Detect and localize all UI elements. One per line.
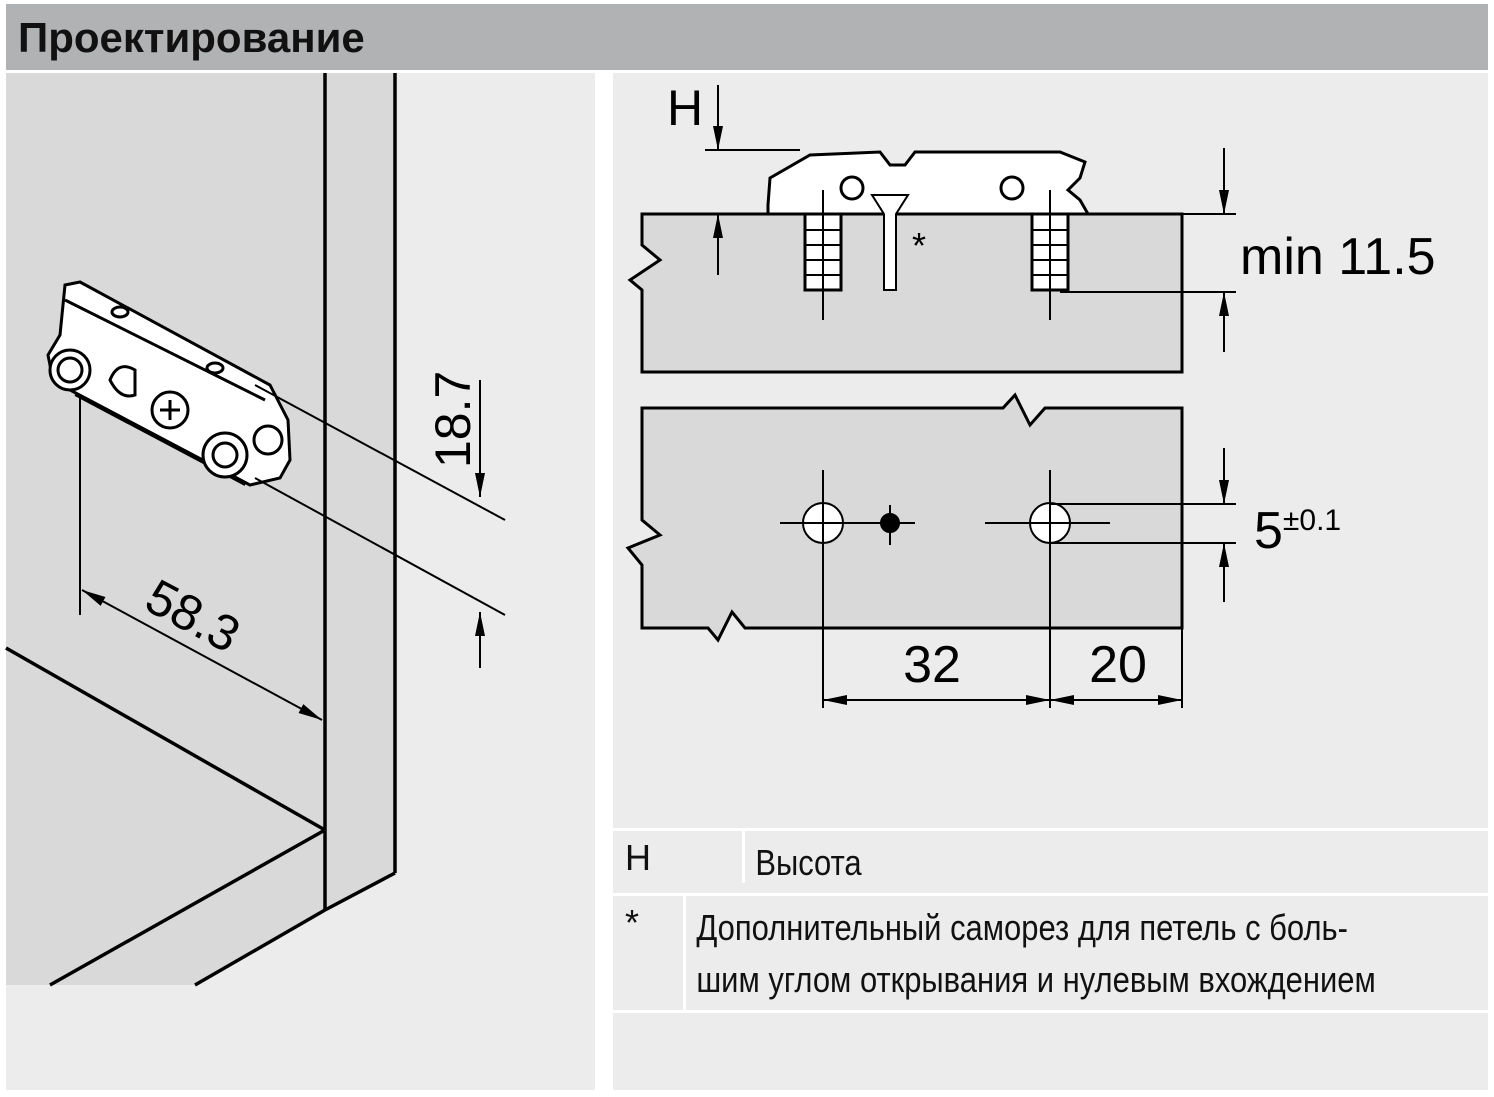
section-title: Проектирование xyxy=(18,14,365,61)
offset-tolerance: ±0.1 xyxy=(1283,504,1341,537)
board-top-view xyxy=(625,392,1184,643)
offset-value: 5 xyxy=(1254,502,1283,560)
legend-key: H xyxy=(613,831,745,883)
legend-row: H Высота xyxy=(613,828,1488,893)
legend-key: * xyxy=(613,896,686,1010)
asterisk-marker: * xyxy=(912,225,926,266)
h-dimension xyxy=(705,85,800,275)
legend-value: Дополнительный саморез для петель с боль… xyxy=(686,896,1376,1010)
mounting-plate-isometric xyxy=(46,280,292,487)
legend-value-line: шим углом открывания и нулевым вхождение… xyxy=(696,959,1376,1000)
offset-label: 5±0.1 xyxy=(1254,502,1341,560)
dim-20-label: 20 xyxy=(1089,636,1147,694)
section-header: Проектирование xyxy=(6,4,1488,70)
height-dimension xyxy=(254,380,506,668)
legend-value: Высота xyxy=(755,842,862,883)
side-view-centerlines xyxy=(822,190,1051,320)
cabinet-isometric xyxy=(5,73,397,987)
offset-dimension xyxy=(1050,448,1236,602)
min-11-5-label: min 11.5 xyxy=(1240,228,1436,286)
dim-18-7-label: 18.7 xyxy=(425,371,481,468)
h-dimension-label: H xyxy=(667,80,703,136)
hole-pattern xyxy=(780,470,1183,708)
legend-row: * Дополнительный саморез для петель с бо… xyxy=(613,893,1488,1013)
min-depth-dimension xyxy=(1060,148,1236,352)
depth-dimension xyxy=(79,395,323,721)
legend-value-line: Дополнительный саморез для петель с боль… xyxy=(696,907,1348,948)
dim-32-label: 32 xyxy=(903,636,961,694)
legend-table: H Высота * Дополнительный саморез для пе… xyxy=(613,828,1488,1013)
